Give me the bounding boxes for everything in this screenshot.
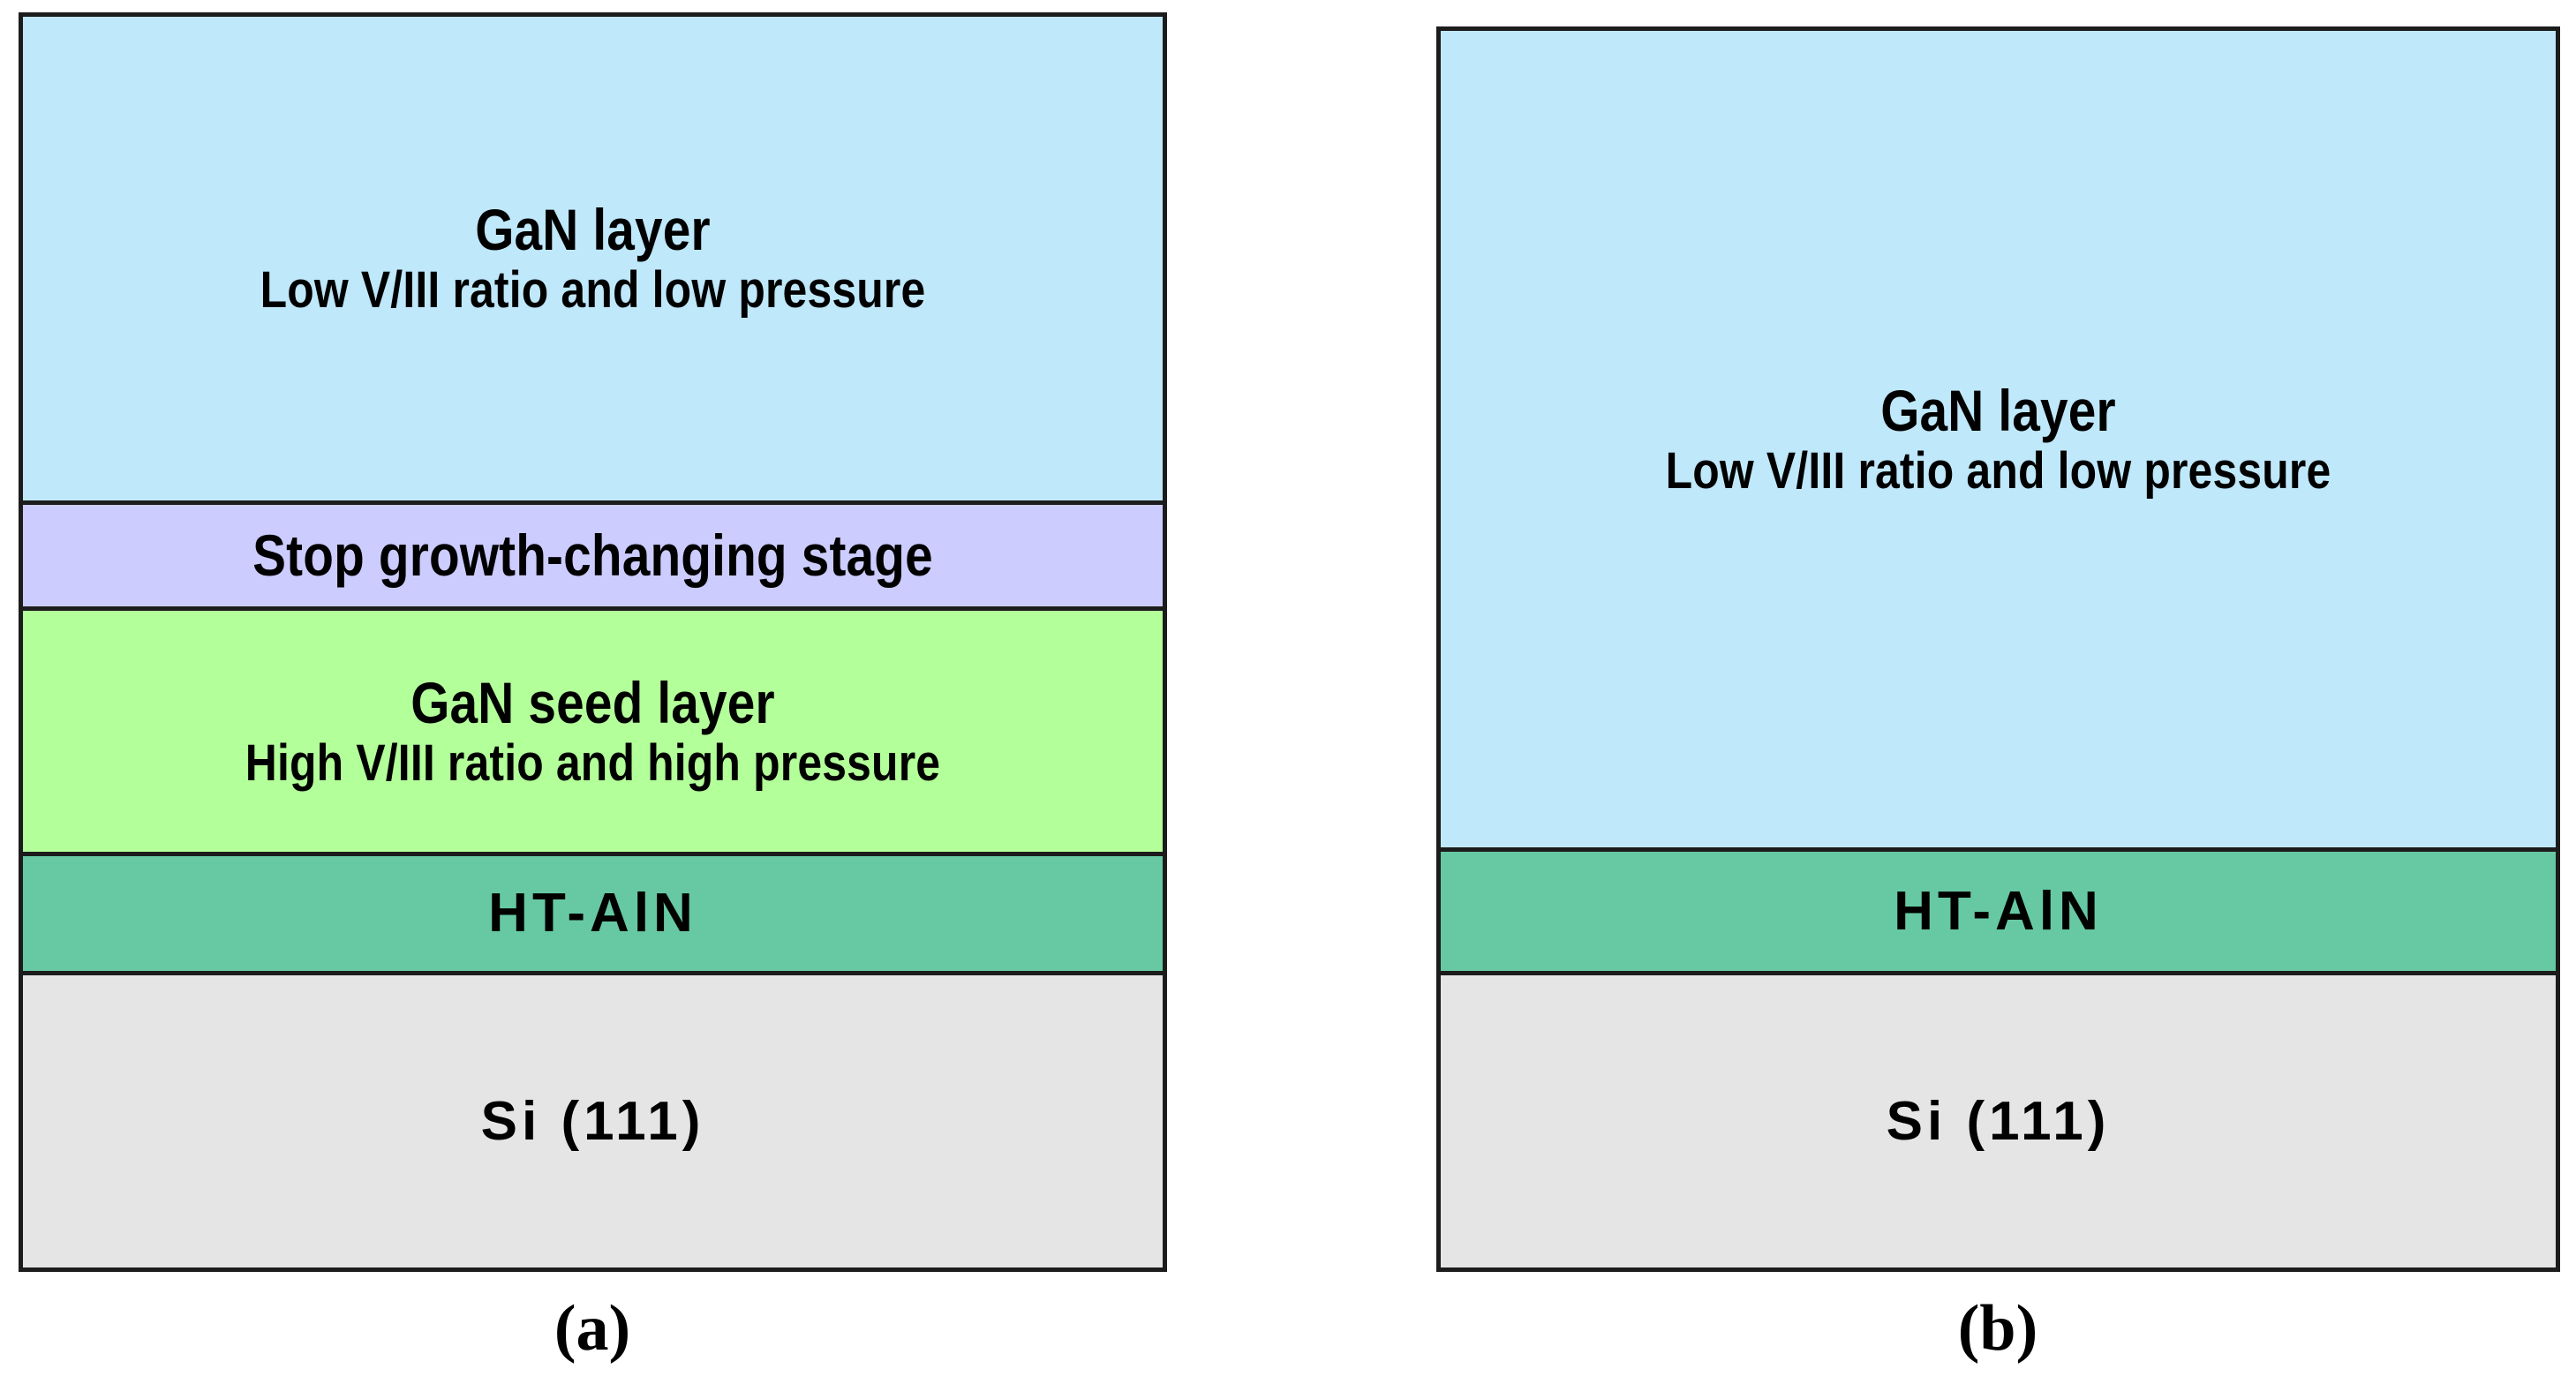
- panel-a-gan-seed-title: GaN seed layer: [411, 669, 775, 735]
- panel-a-caption: (a): [554, 1292, 631, 1365]
- panel-b-layer-ht-aln: HT-AlN: [1441, 852, 2556, 975]
- panel-a-layer-silicon-substrate: Si (111): [23, 975, 1163, 1267]
- panel-a-gan-layer-subtitle: Low V/III ratio and low pressure: [260, 261, 926, 320]
- panel-a-layer-gan-seed-layer: GaN seed layer High V/III ratio and high…: [23, 611, 1163, 856]
- panel-a-layer-gan-layer: GaN layer Low V/III ratio and low pressu…: [23, 17, 1163, 505]
- panel-b-silicon-title: Si (111): [1886, 1090, 2111, 1152]
- panel-a-stack: GaN layer Low V/III ratio and low pressu…: [19, 12, 1167, 1272]
- panel-b-caption: (b): [1957, 1292, 2038, 1365]
- panel-a-stop-stage-title: Stop growth-changing stage: [252, 522, 933, 588]
- panel-b-layer-silicon-substrate: Si (111): [1441, 975, 2556, 1267]
- panel-a-layer-ht-aln: HT-AlN: [23, 856, 1163, 975]
- panel-a-gan-layer-title: GaN layer: [475, 197, 711, 263]
- panel-a-silicon-title: Si (111): [480, 1090, 705, 1152]
- panel-a-layer-stop-growth-changing-stage: Stop growth-changing stage: [23, 505, 1163, 611]
- panel-b-layer-gan-layer: GaN layer Low V/III ratio and low pressu…: [1441, 31, 2556, 852]
- panel-a-ht-aln-title: HT-AlN: [488, 883, 697, 944]
- panel-b-stack: GaN layer Low V/III ratio and low pressu…: [1436, 26, 2560, 1272]
- panel-a-gan-seed-subtitle: High V/III ratio and high pressure: [245, 733, 941, 792]
- panel-b-gan-layer-subtitle: Low V/III ratio and low pressure: [1665, 441, 2331, 500]
- panel-b-gan-layer-title: GaN layer: [1880, 377, 2116, 443]
- panel-b-ht-aln-title: HT-AlN: [1894, 880, 2103, 942]
